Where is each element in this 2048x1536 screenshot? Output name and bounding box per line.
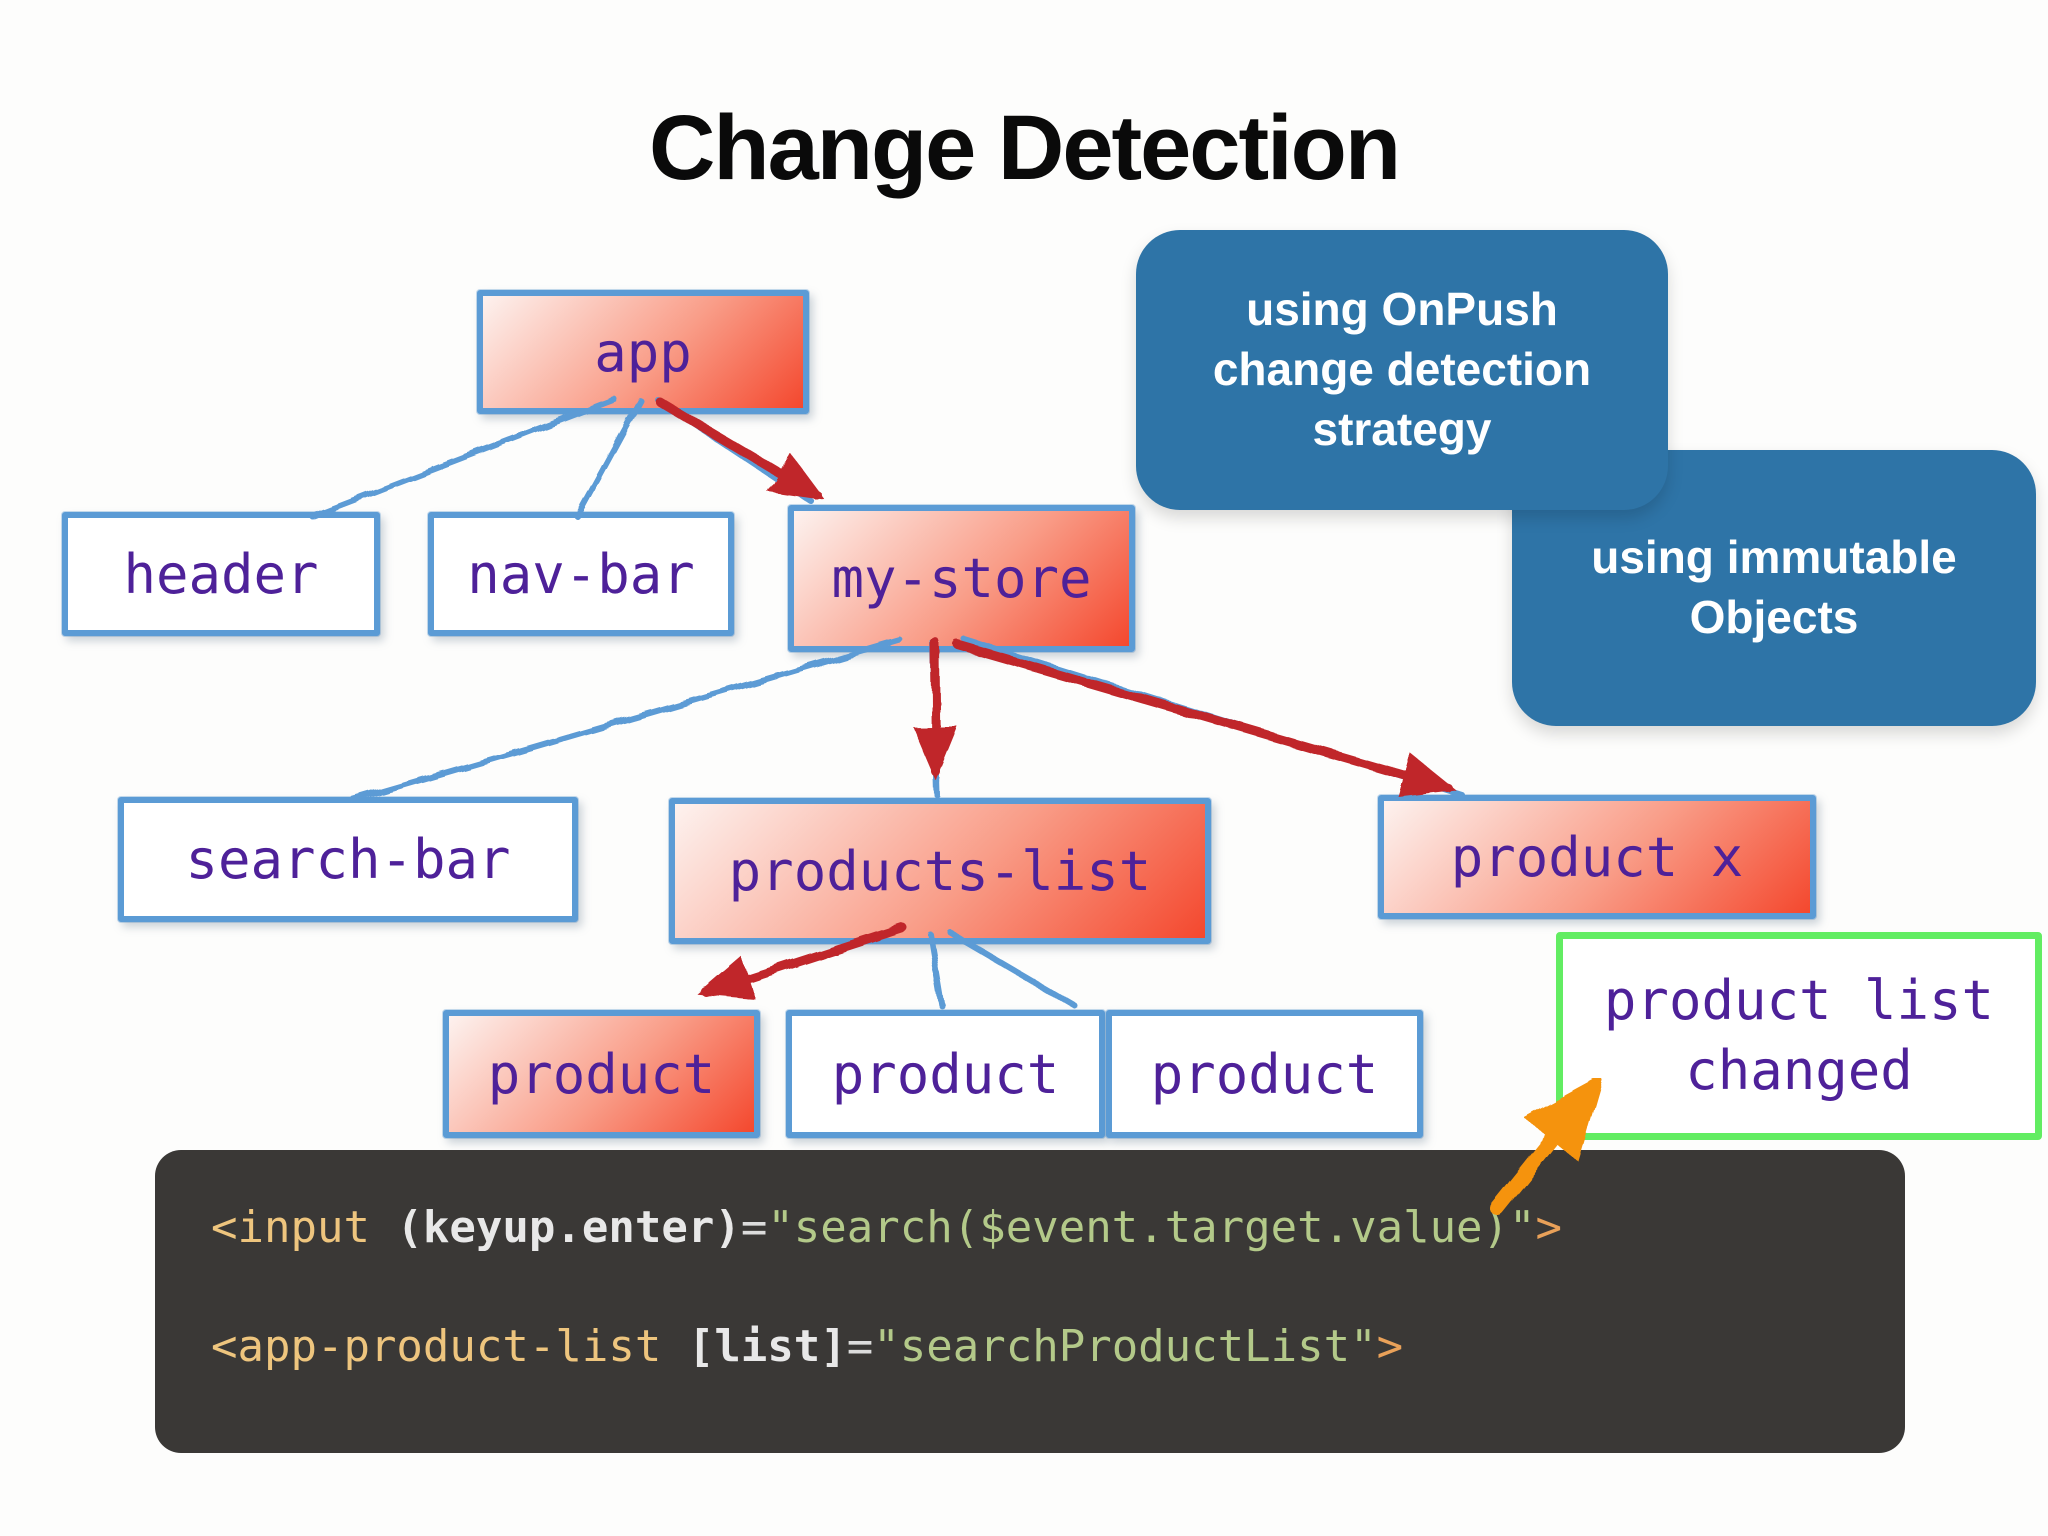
connector-app-header (309, 397, 618, 519)
arrow-my-store-product-x (953, 640, 1457, 797)
code-token-string: "search($event.target.value)" (767, 1202, 1536, 1253)
connector-products-list-product-3 (949, 931, 1078, 1009)
code-token-tag: <app-product-list (211, 1321, 688, 1372)
tree-node-products-list: products-list (669, 798, 1211, 944)
callout-onpush-text: using OnPush change detection strategy (1212, 283, 1592, 455)
connector-my-store-product-x (962, 637, 1465, 798)
tree-node-my-store: my-store (788, 505, 1135, 652)
code-token-event-binding: (keyup.enter) (396, 1202, 741, 1253)
tree-node-product-1-label: product (487, 1042, 716, 1106)
connector-my-store-search-bar (349, 637, 903, 803)
tree-node-search-bar-label: search-bar (185, 828, 511, 891)
code-token-property-binding: [list] (687, 1321, 847, 1372)
tree-node-app: app (477, 290, 809, 414)
code-token-string: "searchProductList" (873, 1321, 1377, 1372)
tree-node-product-x-label: product x (1450, 825, 1744, 889)
tree-node-product-2-label: product (831, 1042, 1060, 1106)
callout-immutable-text: using immutable Objects (1591, 531, 1957, 643)
callout-immutable-objects: using immutable Objects (1512, 450, 2036, 726)
tree-node-header: header (62, 512, 380, 636)
tree-node-products-list-label: products-list (728, 839, 1152, 903)
tree-node-product-3: product (1106, 1010, 1423, 1138)
arrow-app-my-store (655, 397, 826, 501)
code-line-app-product-list: <app-product-list [list]="searchProductL… (211, 1319, 1905, 1374)
code-line-input: <input (keyup.enter)="search($event.targ… (211, 1200, 1905, 1255)
tree-node-nav-bar-label: nav-bar (467, 542, 695, 606)
connector-app-nav-bar (574, 397, 643, 519)
tree-node-product-3-label: product (1150, 1042, 1379, 1106)
code-token-equals: = (740, 1202, 768, 1253)
tree-node-my-store-label: my-store (831, 547, 1092, 610)
tree-node-app-label: app (594, 320, 692, 384)
note-product-list-changed-label: product list changed (1603, 968, 1995, 1102)
code-token-tag: <input (211, 1202, 397, 1253)
tree-node-product-1: product (443, 1010, 760, 1138)
tree-node-header-label: header (123, 542, 319, 606)
connector-app-my-store (655, 397, 815, 505)
tree-node-product-x: product x (1378, 795, 1816, 919)
code-block: <input (keyup.enter)="search($event.targ… (155, 1150, 1905, 1453)
tree-node-product-2: product (786, 1010, 1105, 1138)
code-token-equals: = (846, 1321, 874, 1372)
callout-onpush-strategy: using OnPush change detection strategy (1136, 230, 1668, 510)
code-token-close-bracket: > (1376, 1321, 1404, 1372)
arrow-my-store-products-list (913, 637, 959, 781)
connector-my-store-products-list (930, 639, 940, 798)
page-title: Change Detection (648, 97, 1401, 199)
code-token-close-bracket: > (1535, 1202, 1563, 1253)
connector-products-list-product-2 (927, 931, 945, 1009)
note-product-list-changed: product list changed (1556, 932, 2042, 1140)
tree-node-nav-bar: nav-bar (428, 512, 734, 636)
tree-node-search-bar: search-bar (118, 797, 578, 922)
